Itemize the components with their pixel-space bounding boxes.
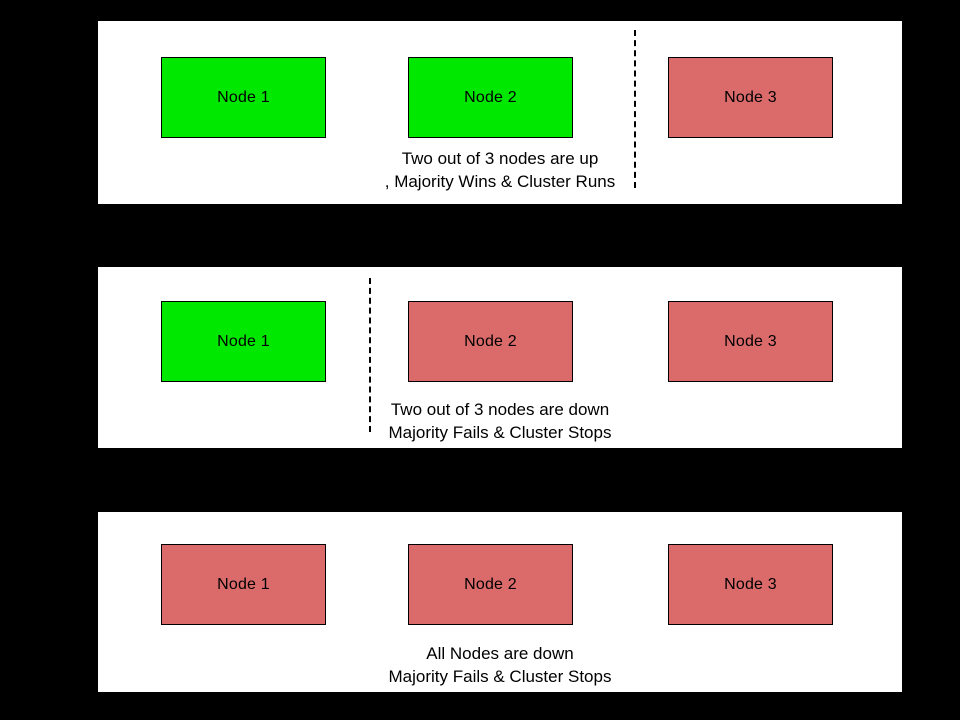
node-1-box: Node 1	[161, 301, 326, 382]
node-2-box: Node 2	[408, 544, 573, 625]
node-label: Node 3	[724, 332, 777, 350]
node-label: Node 2	[464, 575, 517, 593]
caption-line-2: Majority Fails & Cluster Stops	[388, 667, 612, 686]
node-label: Node 1	[217, 88, 270, 106]
node-1-box: Node 1	[161, 57, 326, 138]
caption-line-1: Two out of 3 nodes are up	[401, 149, 599, 168]
scenario-panel-all-down: Node 1 Node 2 Node 3 All Nodes are down …	[96, 510, 904, 694]
panel-caption: Two out of 3 nodes are up , Majority Win…	[98, 147, 902, 193]
node-2-box: Node 2	[408, 301, 573, 382]
node-label: Node 3	[724, 88, 777, 106]
node-3-box: Node 3	[668, 301, 833, 382]
node-3-box: Node 3	[668, 57, 833, 138]
scenario-panel-majority-up: Node 1 Node 2 Node 3 Two out of 3 nodes …	[96, 19, 904, 206]
node-1-box: Node 1	[161, 544, 326, 625]
caption-line-1: All Nodes are down	[426, 644, 574, 663]
caption-line-2: , Majority Wins & Cluster Runs	[384, 172, 616, 191]
panel-caption: All Nodes are down Majority Fails & Clus…	[98, 642, 902, 688]
node-label: Node 3	[724, 575, 777, 593]
panel-caption: Two out of 3 nodes are down Majority Fai…	[98, 398, 902, 444]
caption-line-1: Two out of 3 nodes are down	[390, 400, 610, 419]
node-label: Node 1	[217, 575, 270, 593]
node-2-box: Node 2	[408, 57, 573, 138]
quorum-partition-divider	[369, 278, 371, 432]
node-label: Node 2	[464, 88, 517, 106]
node-label: Node 2	[464, 332, 517, 350]
quorum-partition-divider	[634, 30, 636, 188]
scenario-panel-majority-down: Node 1 Node 2 Node 3 Two out of 3 nodes …	[96, 265, 904, 450]
node-3-box: Node 3	[668, 544, 833, 625]
caption-line-2: Majority Fails & Cluster Stops	[388, 423, 612, 442]
node-label: Node 1	[217, 332, 270, 350]
